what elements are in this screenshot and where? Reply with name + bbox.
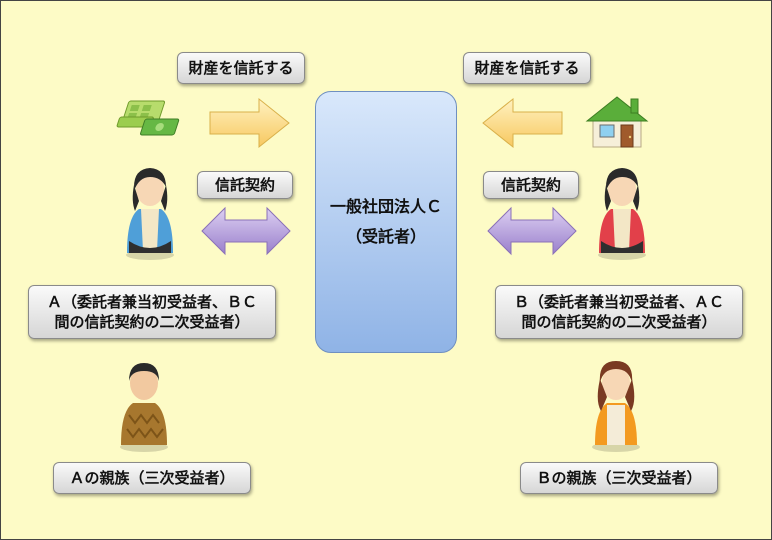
relative-a-icon (120, 363, 168, 452)
relative-b-icon (592, 361, 640, 452)
person-b-icon (598, 168, 646, 260)
relative-a-label: Ａの親族（三次受益者） (53, 462, 251, 494)
relative-b-label: Ｂの親族（三次受益者） (520, 462, 718, 494)
person-a-label: Ａ（委託者兼当初受益者、ＢＣ 間の信託契約の二次受益者） (28, 285, 276, 339)
person-a-icon (126, 168, 174, 260)
trustee-name: 一般社団法人Ｃ (329, 197, 442, 216)
contract-arrow-right (487, 206, 577, 256)
house-icon (585, 96, 649, 148)
entrust-label-right: 財産を信託する (463, 52, 591, 84)
money-icon (116, 100, 180, 136)
person-a-label-line1: Ａ（委託者兼当初受益者、ＢＣ (46, 293, 257, 311)
entrust-arrow-right (482, 97, 563, 149)
person-b-label: Ｂ（委託者兼当初受益者、ＡＣ 間の信託契約の二次受益者） (495, 285, 743, 339)
contract-arrow-left (201, 206, 291, 256)
person-b-label-line1: Ｂ（委託者兼当初受益者、ＡＣ (513, 293, 724, 311)
entrust-arrow-left (209, 97, 290, 149)
person-a-label-line2: 間の信託契約の二次受益者） (54, 313, 250, 331)
person-b-label-line2: 間の信託契約の二次受益者） (521, 313, 717, 331)
contract-label-left: 信託契約 (197, 171, 293, 199)
trustee-role: （受託者） (345, 227, 426, 246)
entrust-label-left: 財産を信託する (177, 52, 305, 84)
trustee-box: 一般社団法人Ｃ （受託者） (315, 91, 457, 353)
contract-label-right: 信託契約 (483, 171, 579, 199)
